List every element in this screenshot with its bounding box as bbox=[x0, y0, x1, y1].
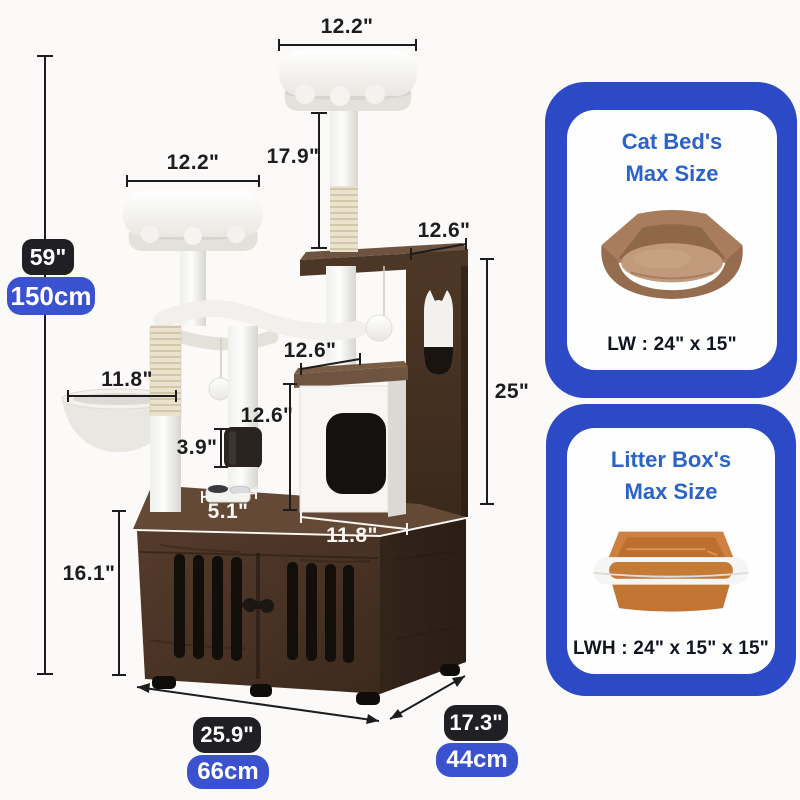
badge-total-height-in: 59" bbox=[22, 239, 74, 275]
badge-base-width-in: 25.9" bbox=[193, 717, 261, 753]
dim-cabinet-height: 16.1" bbox=[62, 562, 116, 585]
roundabout-perch-arm bbox=[153, 300, 393, 351]
cat-bed-illustration bbox=[601, 209, 743, 299]
litter-box-card-title: Litter Box's Max Size bbox=[611, 444, 731, 508]
badge-base-depth-cm: 44cm bbox=[436, 743, 518, 777]
litter-box-illustration bbox=[593, 531, 749, 612]
dim-sleeve-height: 3.9" bbox=[176, 436, 218, 459]
cat-bed-title-line2: Max Size bbox=[625, 160, 719, 186]
pompom-toy bbox=[208, 338, 232, 401]
dim-top-shelf-depth: 12.6" bbox=[417, 219, 471, 242]
dim-hammock-width: 11.8" bbox=[101, 368, 153, 391]
cat-bed-size-label: LW : 24" x 15" bbox=[607, 334, 737, 355]
left-scratching-post bbox=[149, 325, 182, 512]
cat-tower-panel bbox=[406, 249, 468, 517]
cabinet-feet bbox=[152, 664, 460, 705]
condo-cube bbox=[294, 361, 408, 517]
dimension-lines-light bbox=[201, 487, 408, 535]
middle-post bbox=[224, 326, 262, 489]
dim-top-perch-width: 12.2" bbox=[320, 15, 374, 38]
dim-top-post-height: 17.9" bbox=[266, 145, 320, 168]
cat-bed-max-size-card: Cat Bed's Max Size LW : 24" x 15" bbox=[545, 82, 797, 398]
dimension-lines bbox=[37, 39, 494, 722]
cat-bed-title-line1: Cat Bed's bbox=[621, 129, 723, 154]
door-knobs bbox=[242, 598, 274, 613]
litter-box-title-line2: Max Size bbox=[624, 478, 718, 504]
litter-cabinet bbox=[137, 519, 466, 705]
top-perch bbox=[279, 50, 417, 111]
dim-condo-height: 12.6" bbox=[240, 404, 294, 427]
badge-base-width-cm: 66cm bbox=[187, 755, 269, 789]
litter-box-title-line1: Litter Box's bbox=[610, 447, 732, 472]
dim-second-perch-width: 12.2" bbox=[166, 151, 220, 174]
litter-box-max-size-card: Litter Box's Max Size LWH : 24" x 15" x … bbox=[546, 404, 796, 696]
dim-tower-panel-height: 25" bbox=[494, 380, 530, 403]
dimension-arrowheads bbox=[137, 676, 465, 724]
door-slats bbox=[174, 554, 354, 663]
badge-base-depth-in: 17.3" bbox=[444, 705, 508, 741]
litter-box-size-label: LWH : 24" x 15" x 15" bbox=[573, 638, 769, 659]
cat-bed-card-title: Cat Bed's Max Size bbox=[622, 126, 723, 190]
dim-middle-shelf-depth: 12.6" bbox=[283, 339, 337, 362]
badge-total-height-cm: 150cm bbox=[7, 277, 95, 315]
dim-bowl-stand-width: 5.1" bbox=[207, 500, 249, 523]
dim-condo-width: 11.8" bbox=[326, 524, 378, 547]
